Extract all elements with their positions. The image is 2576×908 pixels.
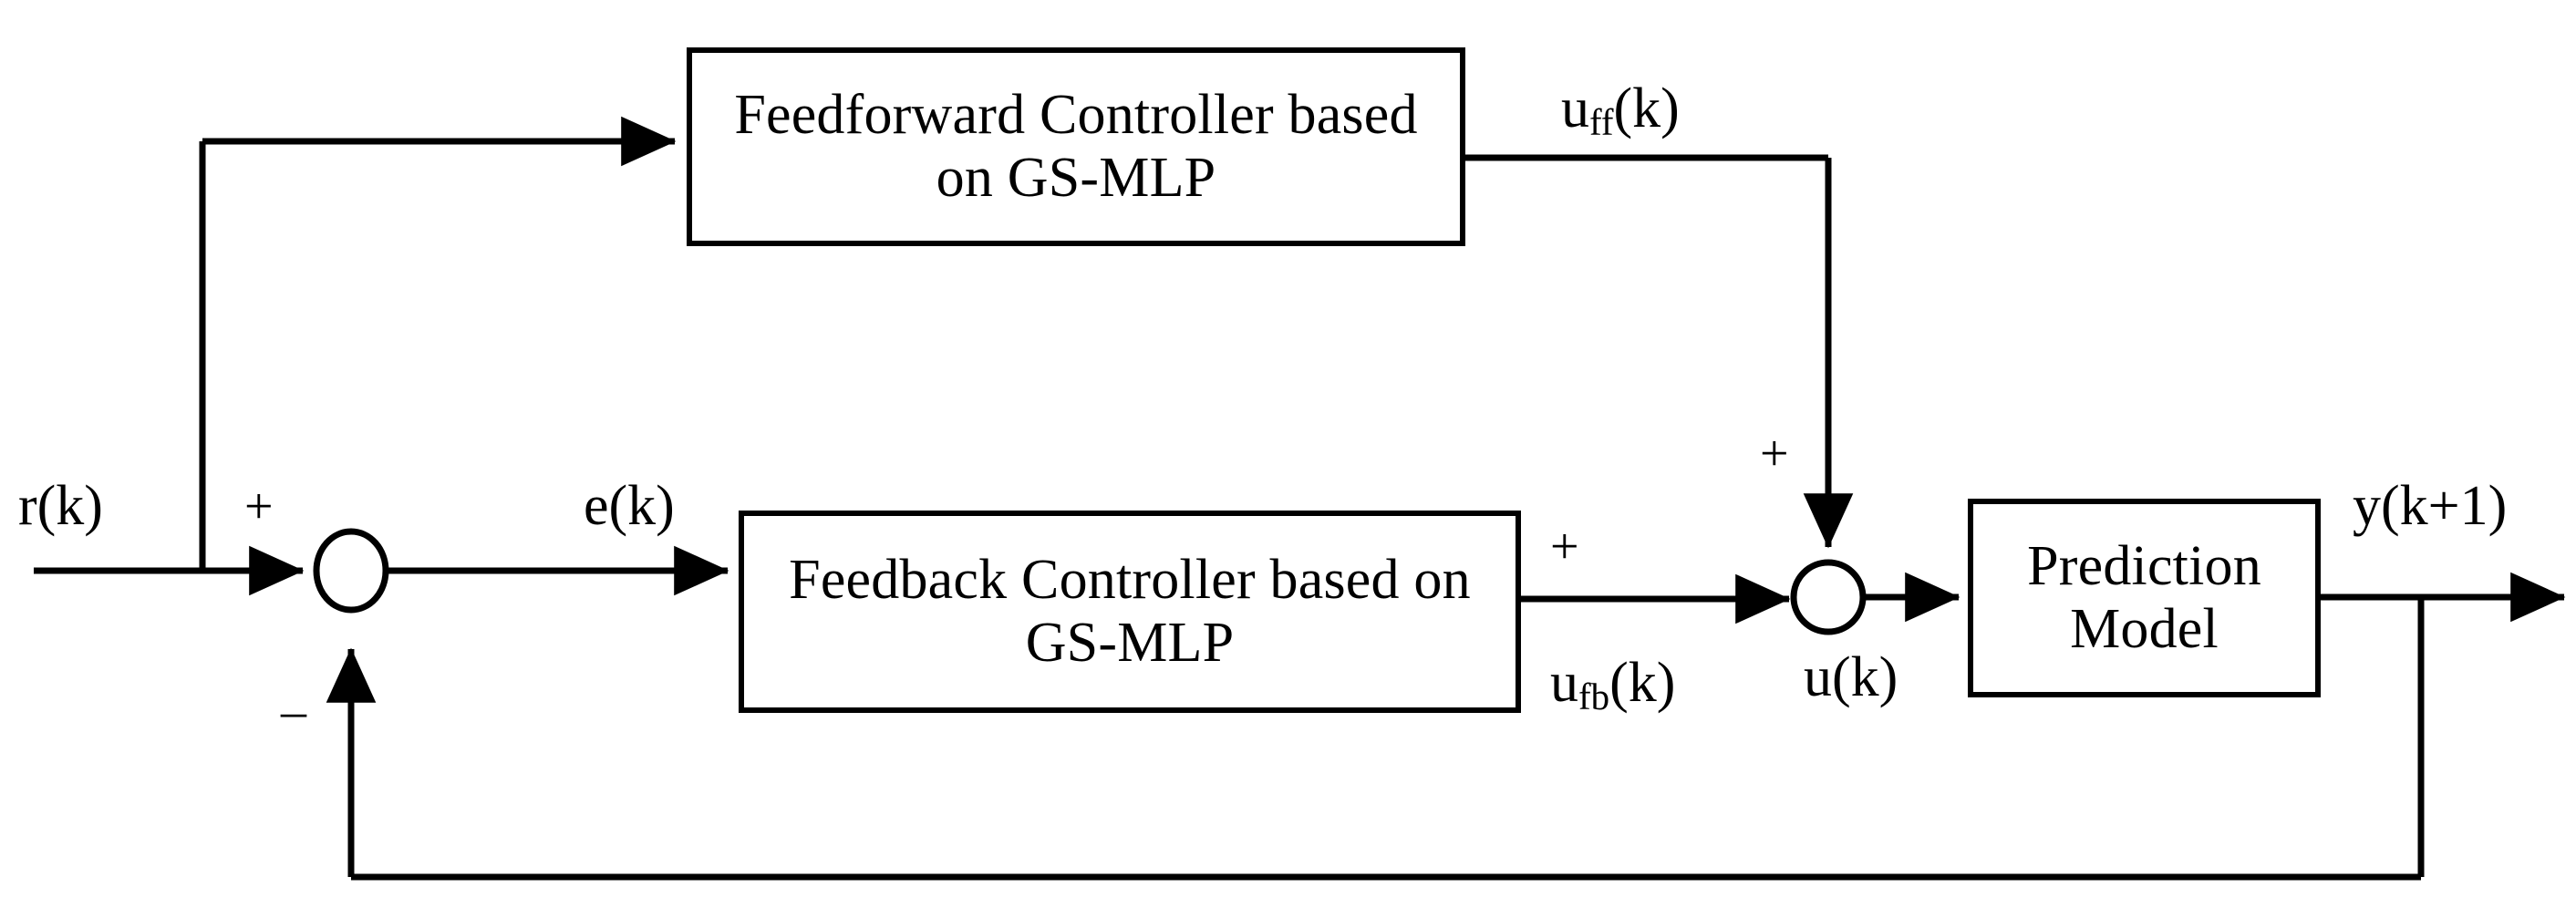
block-feedback-controller: Feedback Controller based on GS-MLP xyxy=(739,511,1521,713)
sign-minus-feedback: – xyxy=(281,683,306,739)
signal-label-control: u(k) xyxy=(1804,646,1898,708)
block-prediction-model-label: Prediction Model xyxy=(2027,534,2261,660)
block-feedforward-controller: Feedforward Controller based on GS-MLP xyxy=(687,47,1465,246)
signal-ufb-argument: (k) xyxy=(1609,652,1676,714)
block-prediction-model: Prediction Model xyxy=(1968,499,2321,697)
signal-uff-base: u xyxy=(1561,77,1589,139)
sign-plus-feedforward: + xyxy=(1760,426,1789,482)
sign-plus-reference: + xyxy=(244,479,274,535)
control-summing-junction xyxy=(1790,559,1867,635)
signal-label-error: e(k) xyxy=(584,475,675,537)
signal-label-feedback-output: ufb(k) xyxy=(1550,655,1675,717)
signal-uff-argument: (k) xyxy=(1613,77,1680,139)
signal-uff-subscript: ff xyxy=(1589,102,1614,143)
signal-ufb-base: u xyxy=(1550,652,1578,714)
sign-plus-feedback-branch: + xyxy=(1550,519,1579,575)
signal-ufb-subscript: fb xyxy=(1578,676,1610,717)
block-feedforward-controller-label: Feedforward Controller based on GS-MLP xyxy=(734,83,1418,209)
block-feedback-controller-label: Feedback Controller based on GS-MLP xyxy=(789,548,1471,674)
signal-label-reference: r(k) xyxy=(18,475,103,537)
signal-label-feedforward-output: uff(k) xyxy=(1561,80,1680,142)
error-summing-junction xyxy=(313,528,389,614)
signal-label-plant-output: y(k+1) xyxy=(2353,475,2508,537)
